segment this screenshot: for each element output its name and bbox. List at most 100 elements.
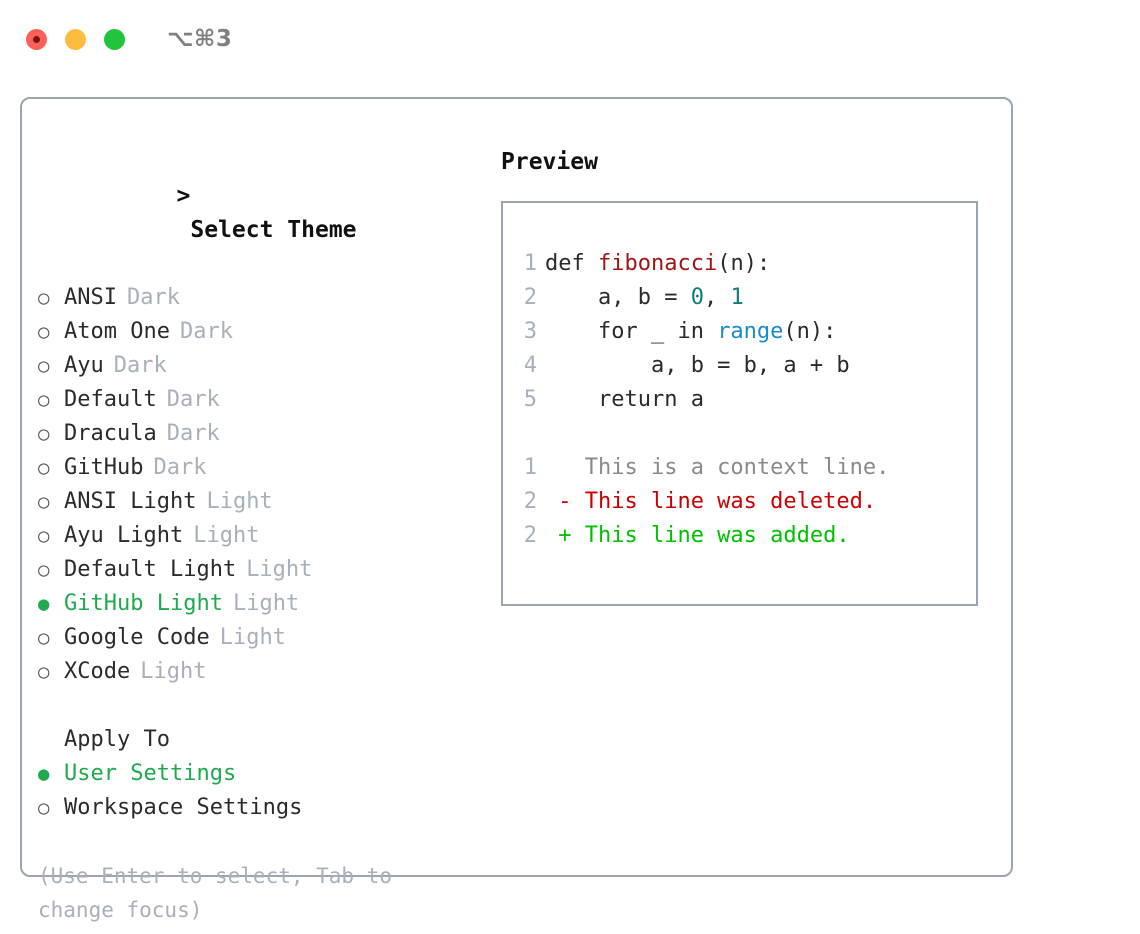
theme-option-label: Ayu Light [64,523,184,548]
keyboard-shortcut-label: ⌥⌘3 [167,26,233,52]
radio-selected-icon: ● [38,763,50,785]
line-number: 2 [523,523,537,548]
theme-option-label: ANSI [64,285,117,310]
code-token-plain: (n): [783,319,837,344]
radio-unselected-icon: ○ [38,389,50,411]
diff-line-content: This is a context line. [545,455,890,480]
apply-to-option-user-settings[interactable]: ● User Settings [38,757,488,791]
theme-option-default[interactable]: ○ Default Dark [38,383,488,417]
theme-variant-tag: Light [246,557,313,582]
code-token-num: 0 [690,285,704,310]
code-line: 5 return a [503,383,976,417]
theme-option-atom-one[interactable]: ○ Atom One Dark [38,315,488,349]
code-token-plain: , [703,285,731,310]
minimize-button-icon[interactable] [65,28,86,50]
theme-option-github-light[interactable]: ● GitHub Light Light [38,587,488,621]
select-theme-heading-label [176,217,190,243]
theme-option-github[interactable]: ○ GitHub Dark [38,451,488,485]
radio-unselected-icon: ○ [38,457,50,479]
diff-line-added: 2 + This line was added. [503,519,976,553]
theme-option-label: GitHub Light [64,591,223,616]
diff-line-content: - This line was deleted. [545,489,877,514]
code-line-content: a, b = b, a + b [545,349,850,383]
radio-unselected-icon: ○ [38,661,50,683]
apply-to-heading: Apply To [38,723,488,757]
code-line-content: a, b = 0, 1 [545,281,744,315]
theme-option-label: Default [64,387,157,412]
radio-unselected-icon: ○ [38,321,50,343]
apply-to-option-list[interactable]: ● User Settings ○ Workspace Settings [38,757,488,825]
apply-to-heading-label: Apply To [64,727,170,752]
apply-to-option-label: Workspace Settings [64,795,303,820]
line-number: 1 [523,455,537,480]
line-number: 4 [523,353,537,378]
line-number: 5 [523,387,537,412]
code-token-plain: (n): [717,251,771,276]
theme-variant-tag: Dark [166,387,220,412]
theme-option-default-light[interactable]: ○ Default Light Light [38,553,488,587]
close-button-icon[interactable] [26,28,47,50]
theme-option-label: Ayu [64,353,104,378]
theme-variant-tag: Dark [179,319,233,344]
code-line: 4 a, b = b, a + b [503,349,976,383]
radio-unselected-icon: ○ [38,559,50,581]
code-line-content: for _ in range(n): [545,315,836,349]
radio-unselected-icon: ○ [38,491,50,513]
code-token-plain: def [545,251,598,276]
code-token-builtin: range [717,319,784,344]
diff-line-deleted: 2 - This line was deleted. [503,485,976,519]
theme-option-label: Atom One [64,319,170,344]
theme-option-label: GitHub [64,455,144,480]
apply-to-option-label: User Settings [64,761,237,786]
theme-variant-tag: Light [219,625,286,650]
radio-unselected-icon: ○ [38,797,50,819]
code-token-plain: a, b = [545,285,691,310]
theme-variant-tag: Light [232,591,300,616]
prompt-caret-icon: > [176,183,191,209]
code-line-content: def fibonacci(n): [545,247,770,281]
select-theme-heading-text: Select Theme [190,217,357,243]
traffic-light-group [26,28,125,50]
apply-to-option-workspace-settings[interactable]: ○ Workspace Settings [38,791,488,825]
theme-variant-tag: Light [193,523,260,548]
maximize-button-icon[interactable] [104,28,125,50]
radio-unselected-icon: ○ [38,355,50,377]
code-token-plain: a, b = b, a + b [545,353,850,378]
code-token-num: 1 [730,285,744,310]
theme-variant-tag: Dark [153,455,207,480]
radio-unselected-icon: ○ [38,287,50,309]
theme-option-label: Default Light [64,557,237,582]
theme-option-label: Dracula [64,421,157,446]
line-number: 2 [523,489,537,514]
diff-line-context: 1 This is a context line. [503,451,976,485]
theme-variant-tag: Light [206,489,273,514]
section-spacer [38,689,488,723]
radio-unselected-icon: ○ [38,423,50,445]
theme-option-label: XCode [64,659,131,684]
theme-option-label: ANSI Light [64,489,197,514]
code-diff-separator [503,417,976,451]
theme-option-ansi-light[interactable]: ○ ANSI Light Light [38,485,488,519]
diff-sample: 1 This is a context line.2 - This line w… [503,451,976,553]
title-bar: ⌥⌘3 [0,0,1140,78]
radio-selected-icon: ● [38,593,50,615]
theme-variant-tag: Light [140,659,207,684]
diff-line-content: + This line was added. [545,523,850,548]
theme-option-xcode[interactable]: ○ XCode Light [38,655,488,689]
code-token-fn: fibonacci [597,251,718,276]
keyboard-hint-text: (Use Enter to select, Tab to change focu… [38,864,393,922]
radio-unselected-icon: ○ [38,627,50,649]
code-line: 2 a, b = 0, 1 [503,281,976,315]
preview-heading: Preview [501,149,598,175]
